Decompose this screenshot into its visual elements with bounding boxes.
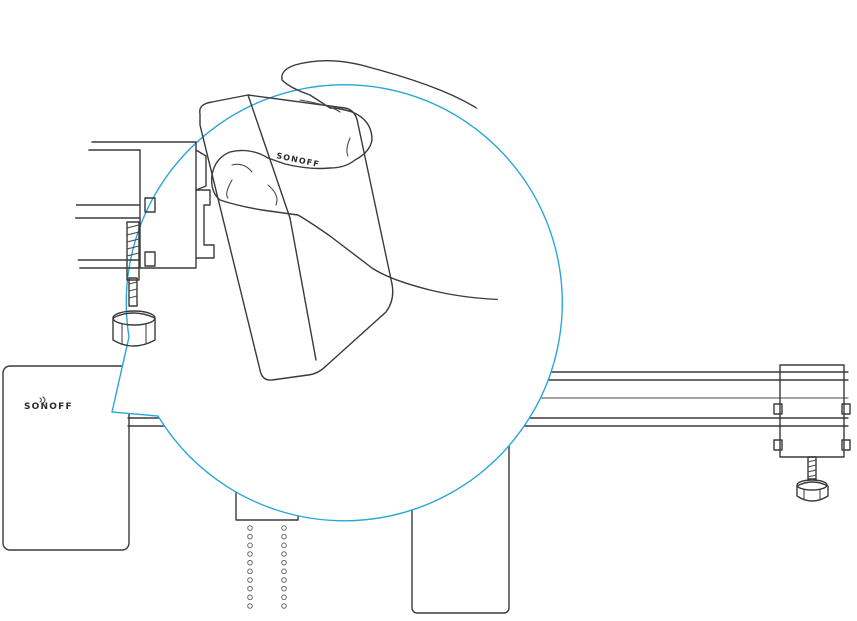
zoom-screw (126, 221, 140, 307)
guide-dot (281, 551, 287, 557)
clamp-screw (807, 456, 817, 480)
guide-dot (247, 577, 253, 583)
guide-dot (247, 559, 253, 566)
guide-dot (247, 533, 253, 540)
guide-dot (247, 525, 253, 531)
guide-dot (247, 542, 253, 549)
zoom-clamp (75, 141, 215, 347)
guide-dot (281, 585, 287, 592)
clamp-knob (796, 479, 829, 502)
guide-dot (247, 603, 253, 609)
guide-dot (281, 559, 287, 566)
guide-dot (281, 577, 287, 583)
right-clamp (773, 364, 851, 502)
guide-dot (247, 594, 253, 601)
guide-dot (281, 594, 287, 601)
guide-dot (247, 551, 253, 557)
zoom-knob (112, 310, 156, 347)
hand (210, 59, 511, 301)
guide-dot (247, 568, 253, 575)
guide-dot (281, 525, 287, 531)
device-logo: SONOFF (24, 402, 73, 412)
zoom-callout: SONOFF (75, 59, 563, 522)
guide-dot (281, 603, 287, 609)
guide-dot (247, 585, 253, 592)
callout-outline (111, 84, 563, 522)
guide-dot (281, 542, 287, 549)
guide-dot (281, 533, 287, 540)
device-box: SONOFF (2, 365, 130, 551)
guide-dot (281, 568, 287, 575)
